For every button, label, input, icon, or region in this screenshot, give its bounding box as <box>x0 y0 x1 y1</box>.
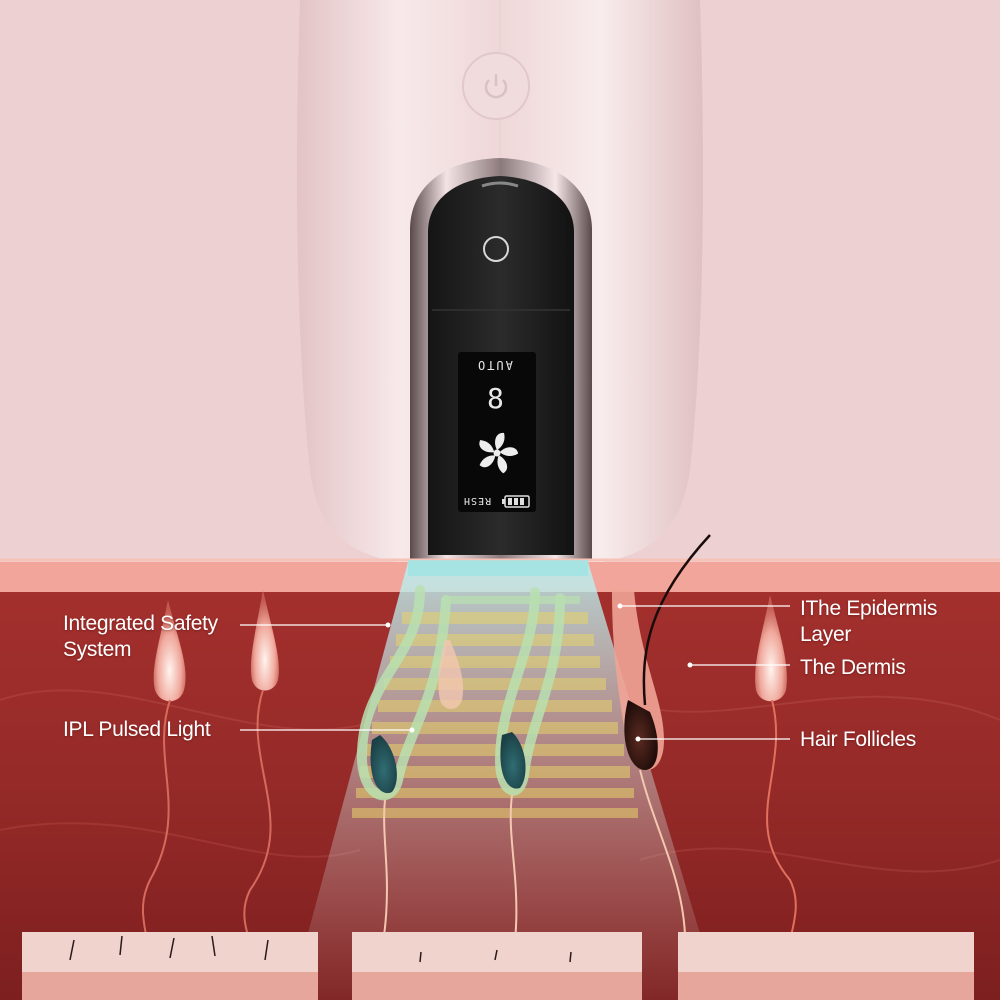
dark-hair-follicle <box>612 534 711 1000</box>
callout-safety-line2: System <box>63 638 132 661</box>
callout-ipl-pulsed-light: IPL Pulsed Light <box>63 718 211 741</box>
screen-level-digit: 8 <box>487 382 504 415</box>
callout-safety-system: Integrated Safety System <box>63 611 218 663</box>
fan-icon <box>479 432 519 474</box>
callout-epidermis-line2: Layer <box>800 623 852 646</box>
callout-dermis: The Dermis <box>800 656 906 679</box>
lcd-display <box>458 352 536 512</box>
hair-follicles-outer <box>141 590 797 1000</box>
callout-lines <box>240 605 790 740</box>
device-screen-panel <box>410 158 592 560</box>
screen-button[interactable] <box>483 236 509 262</box>
screen-mode-text: AUTO <box>476 358 513 372</box>
screen-status-text: RESH <box>463 495 492 506</box>
skin-samples <box>22 932 974 1000</box>
callout-epidermis: IThe Epidermis Layer <box>800 596 937 648</box>
power-icon <box>484 74 508 99</box>
callout-epidermis-line1: IThe Epidermis <box>800 597 938 620</box>
battery-icon <box>502 495 530 508</box>
callout-hair-follicles: Hair Follicles <box>800 728 916 751</box>
callout-dots <box>385 603 693 742</box>
callout-safety-line1: Integrated Safety <box>63 612 218 635</box>
